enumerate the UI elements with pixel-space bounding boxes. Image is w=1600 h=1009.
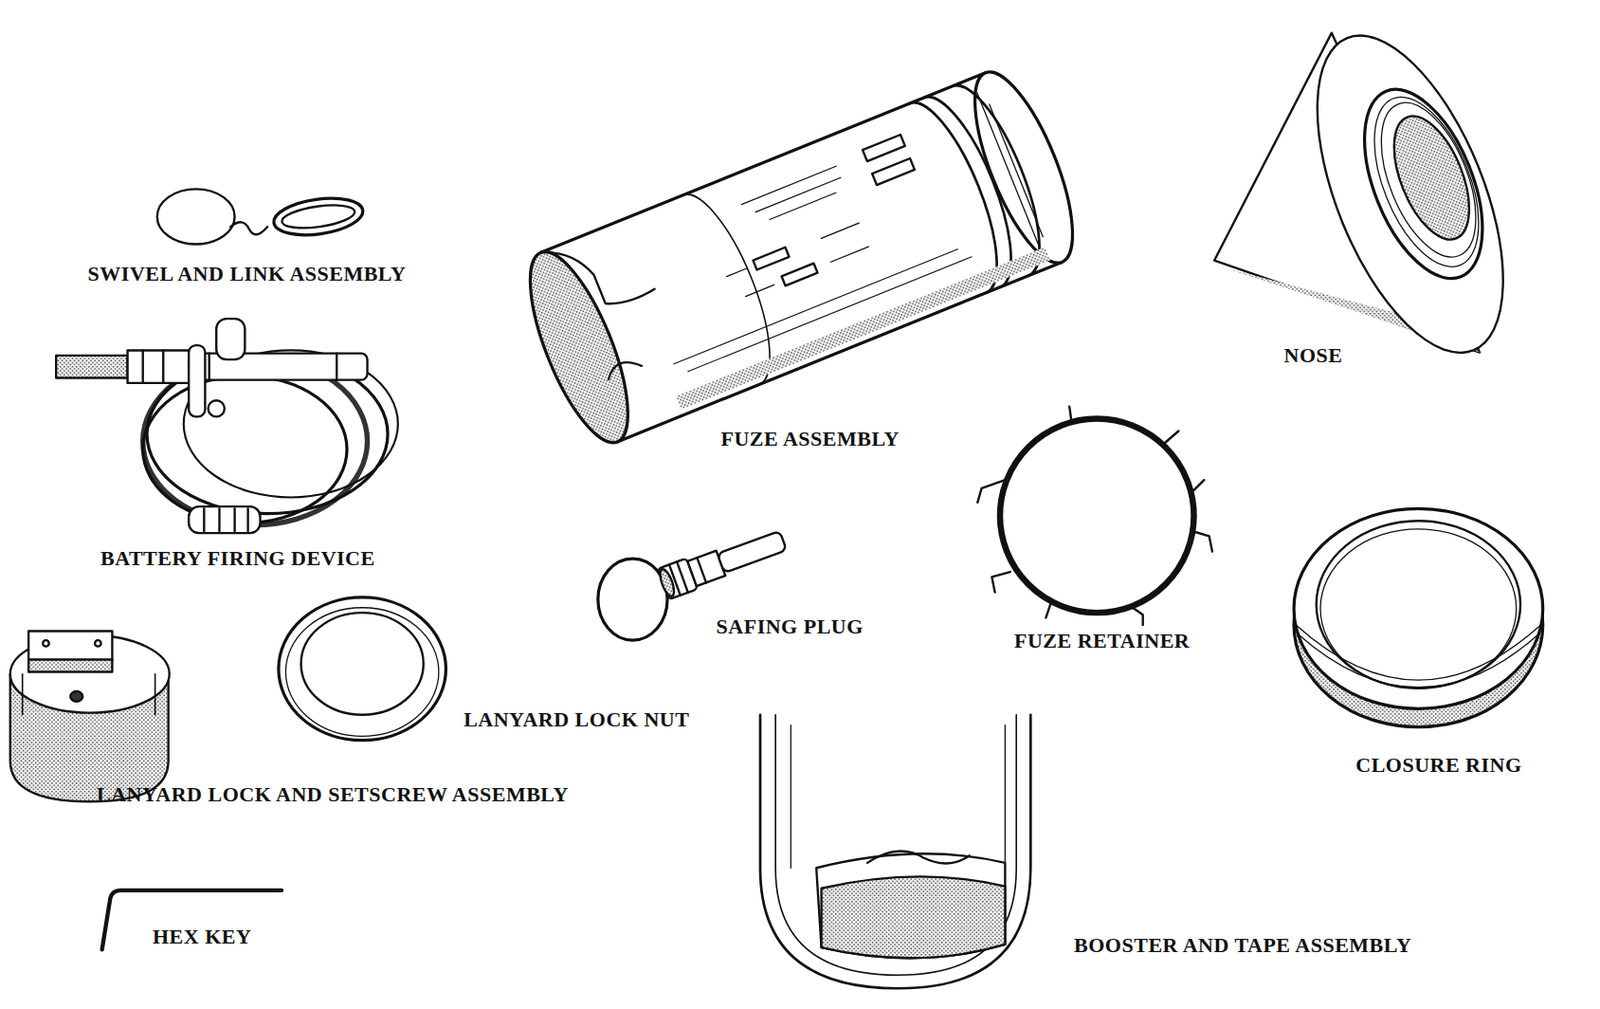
swivel-link [157,188,366,244]
fuze-body [510,60,1093,455]
part-label: BATTERY FIRING DEVICE [100,545,376,571]
nose-cone [1214,10,1542,378]
part-label: FUZE ASSEMBLY [721,426,900,452]
part-label: HEX KEY [152,924,252,949]
hex-key [102,890,282,949]
lanyard-lock [10,630,170,801]
part-label: SAFING PLUG [716,614,864,639]
part-label: NOSE [1284,343,1344,368]
part-label: LANYARD LOCK NUT [463,707,690,732]
fuze-retainer [977,406,1213,625]
battery-firing-device [55,318,399,533]
lock-nut [278,597,447,741]
part-label: FUZE RETAINER [1014,628,1190,654]
part-label: LANYARD LOCK AND SETSCREW ASSEMBLY [96,781,569,807]
part-label: SWIVEL AND LINK ASSEMBLY [88,261,407,287]
booster-tape [760,714,1031,989]
part-label: BOOSTER AND TAPE ASSEMBLY [1073,932,1412,958]
closure-ring [1293,508,1544,727]
part-label: CLOSURE RING [1355,752,1522,778]
